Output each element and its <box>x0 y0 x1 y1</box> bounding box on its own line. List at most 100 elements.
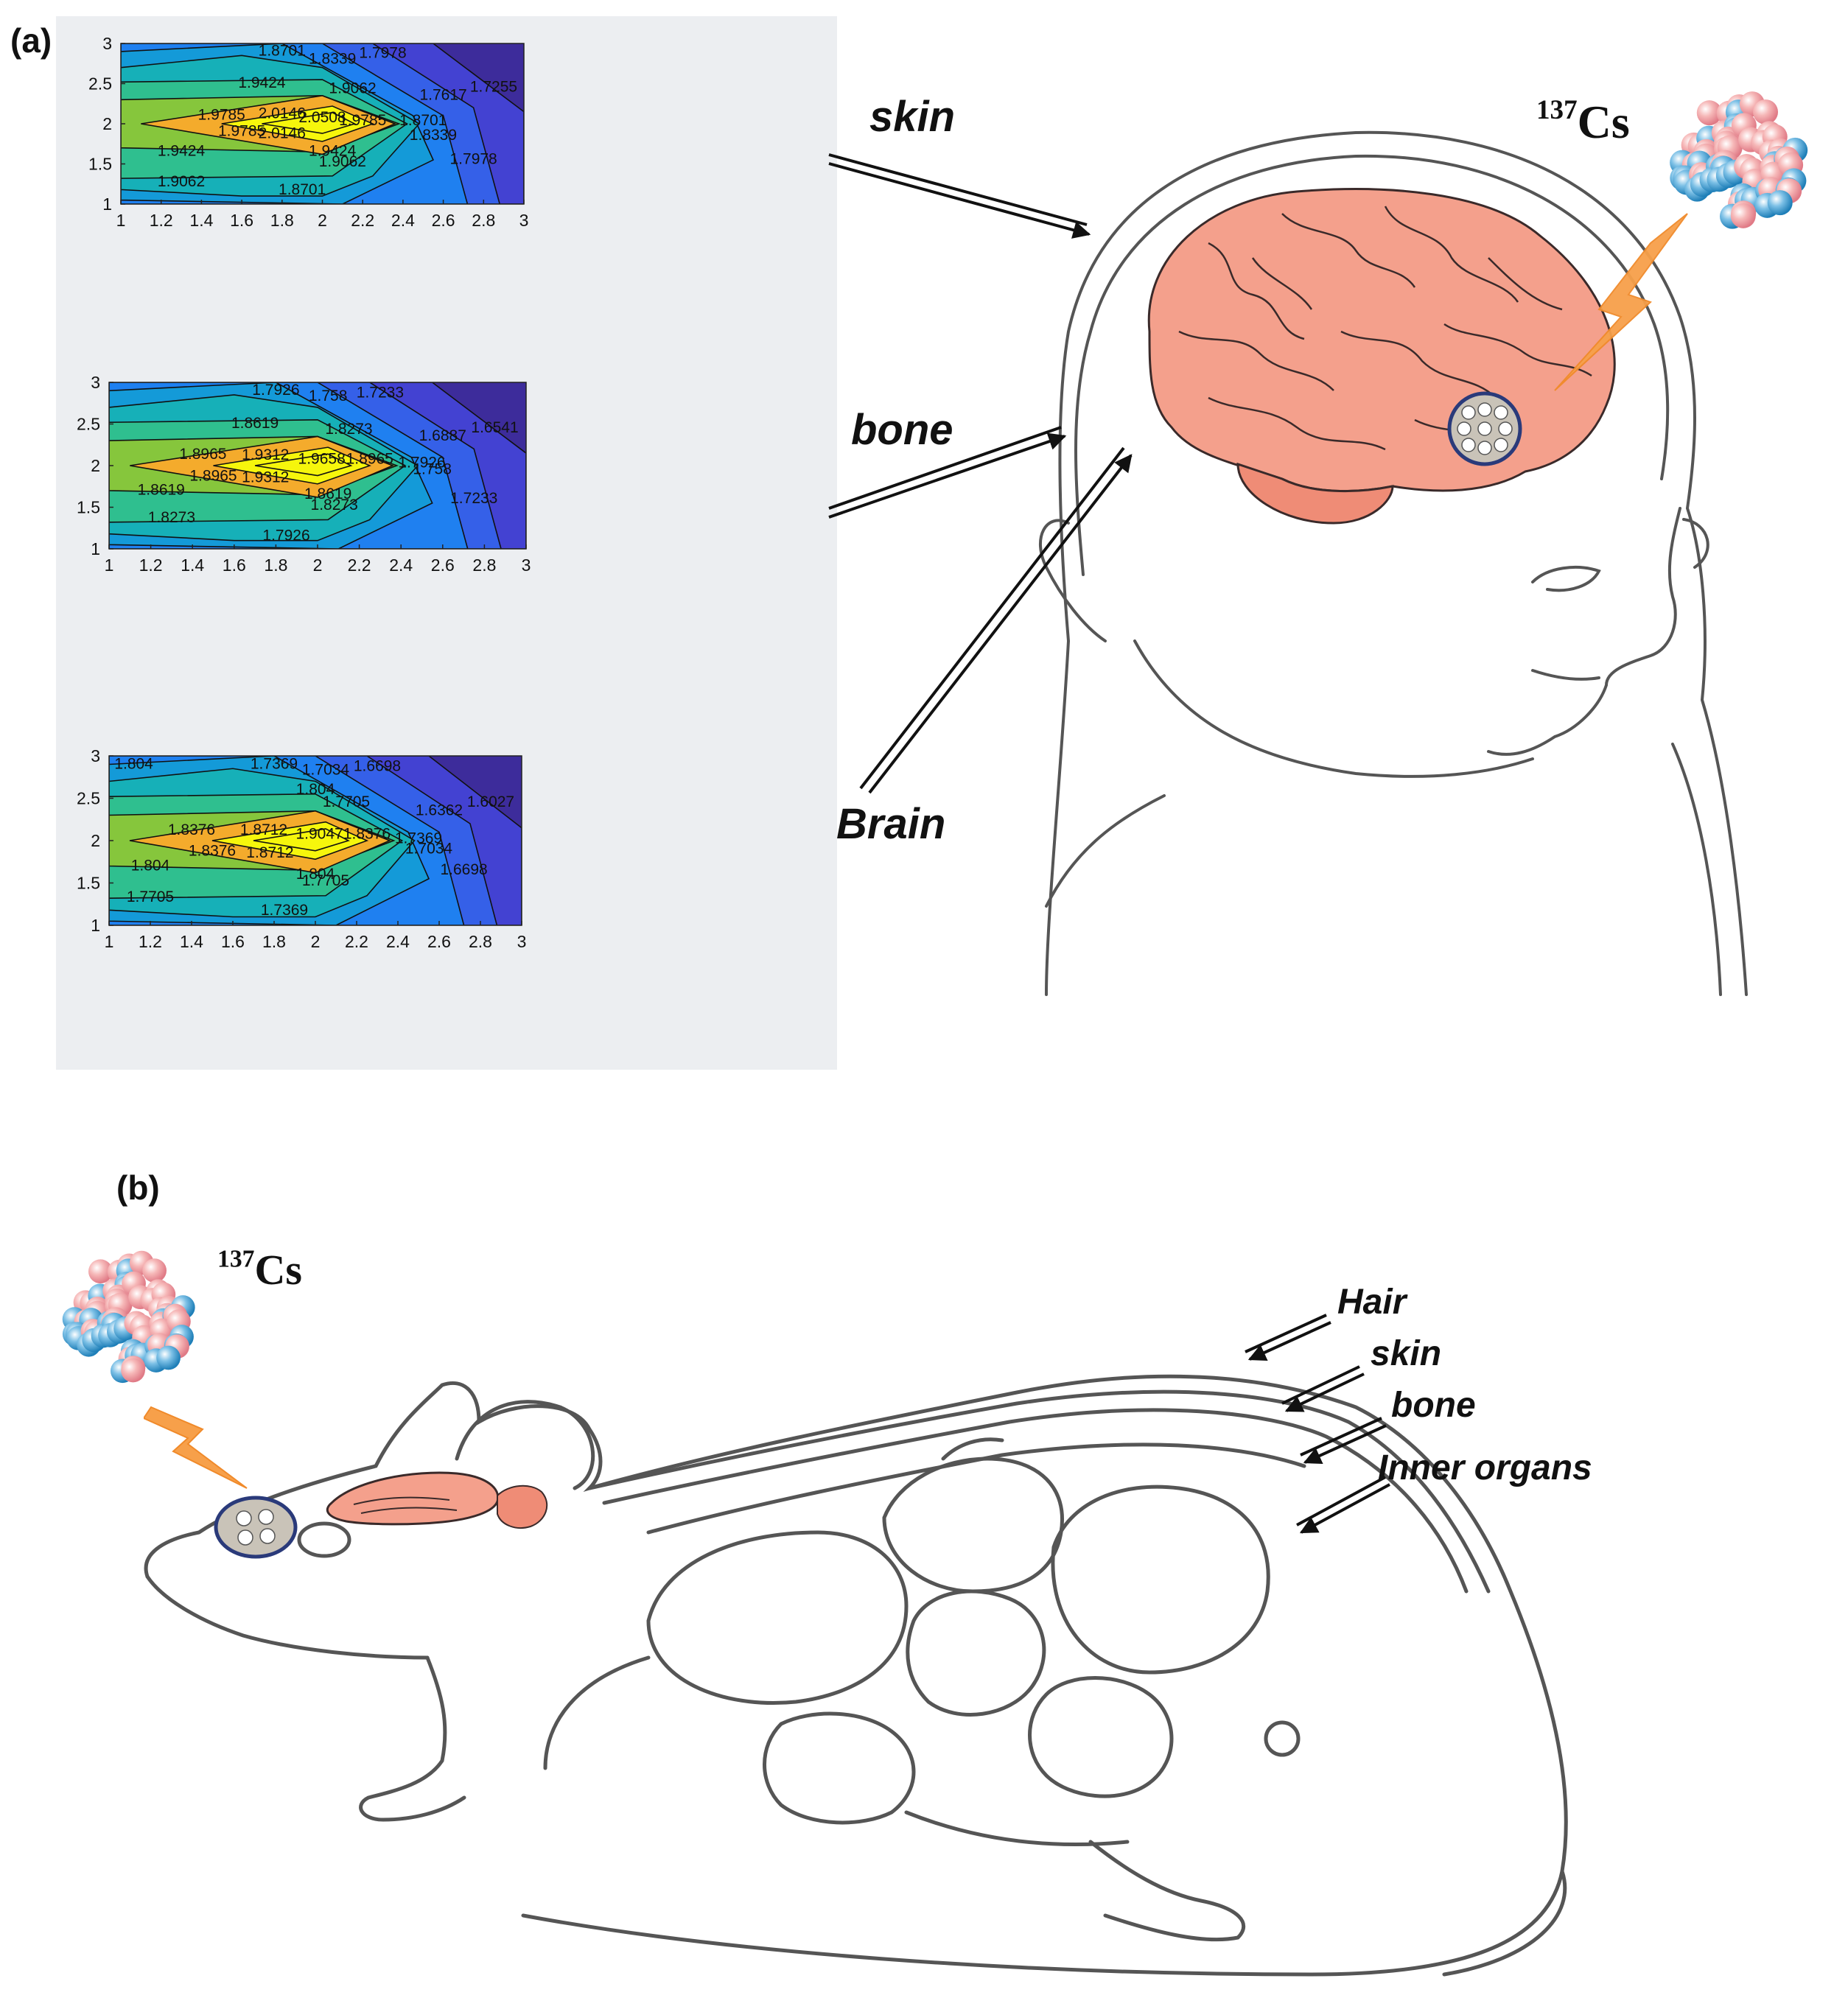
contour-label: 1.8965 <box>189 467 237 484</box>
label-inner-organs-rat: Inner organs <box>1378 1448 1592 1487</box>
contour-label: 1.8701 <box>399 112 447 129</box>
y-tick-label: 2.5 <box>77 415 100 434</box>
contour-label: 1.8619 <box>304 486 351 502</box>
label-bone-head: bone <box>851 406 953 454</box>
arrow-icon <box>859 446 1133 794</box>
neck-left <box>1045 794 1166 908</box>
x-tick-label: 2.8 <box>472 555 496 575</box>
label-bone-rat: bone <box>1391 1386 1476 1425</box>
contour-label: 1.8965 <box>179 446 226 463</box>
contour-region <box>262 111 357 134</box>
ear <box>1038 519 1107 642</box>
panel-a-label: (a) <box>10 21 52 60</box>
contour-label: 1.9785 <box>218 122 265 139</box>
contour-label: 1.7034 <box>405 840 453 857</box>
rat-organ <box>941 1437 1004 1461</box>
contour-label: 1.7369 <box>261 902 308 919</box>
contour-label: 1.6698 <box>354 758 401 775</box>
y-tick-label: 1.5 <box>88 155 112 174</box>
head-arrows <box>828 153 1133 794</box>
contour-label: 1.8712 <box>240 821 287 838</box>
contour-label: 1.9785 <box>198 107 245 124</box>
x-tick-label: 1.4 <box>181 555 204 575</box>
contour-label: 1.7705 <box>302 872 349 889</box>
contour-label: 1.9312 <box>242 469 289 486</box>
contour-label: 2.0146 <box>259 125 306 142</box>
contour-label: 1.7233 <box>357 384 404 401</box>
nucleon <box>1753 99 1779 125</box>
x-tick-label: 1.2 <box>139 932 162 951</box>
contour-label: 1.6698 <box>440 861 487 878</box>
contour-label: 1.7233 <box>450 490 497 507</box>
rat-organ <box>646 1530 909 1705</box>
rat-bone-line <box>646 1443 1306 1535</box>
x-tick-label: 2.6 <box>431 555 455 575</box>
x-tick-label: 3 <box>517 932 527 951</box>
x-tick-label: 3 <box>522 555 531 575</box>
contour-label: 1.7926 <box>262 527 309 544</box>
x-tick-label: 1.4 <box>189 211 213 230</box>
panel-b-label: (b) <box>116 1168 160 1207</box>
contour-label: 1.804 <box>296 781 335 798</box>
rat-organ <box>763 1711 916 1825</box>
x-tick-label: 1.4 <box>180 932 203 951</box>
contour-label: 1.9658 <box>298 451 346 468</box>
x-tick-label: 1 <box>105 932 114 951</box>
y-tick-label: 2 <box>91 456 100 475</box>
y-tick-label: 3 <box>91 746 100 765</box>
nucleus-icon <box>62 1250 195 1384</box>
arrow-icon <box>828 426 1067 519</box>
contour-label: 1.7705 <box>127 888 174 905</box>
arrow-icon <box>1281 1365 1365 1412</box>
contour-label: 1.804 <box>131 857 170 874</box>
isotope-label-head: 137Cs <box>1536 95 1630 148</box>
x-tick-label: 1.8 <box>264 555 287 575</box>
neck-right <box>1671 743 1722 996</box>
contour-label: 1.9047 <box>295 826 343 843</box>
contour-label: 1.8376 <box>168 821 215 838</box>
contour-label: 1.7369 <box>251 755 298 772</box>
rat-organ <box>906 1589 1046 1717</box>
head-illustration <box>1038 130 1748 996</box>
contour-label: 1.758 <box>309 388 348 404</box>
contour-label: 1.7369 <box>395 830 442 846</box>
label-skin-rat: skin <box>1371 1334 1442 1373</box>
contour-label: 1.7034 <box>302 761 350 778</box>
y-tick-label: 1.5 <box>77 498 100 517</box>
arrow-icon <box>1296 1476 1390 1534</box>
lightning-icon <box>1554 213 1688 391</box>
rat-skin-line <box>602 1408 1469 1594</box>
x-tick-label: 1 <box>105 555 114 575</box>
y-tick-label: 1 <box>91 916 100 935</box>
scalp-outline <box>1045 130 1748 996</box>
y-tick-label: 1 <box>102 194 112 214</box>
x-tick-label: 1.6 <box>221 932 245 951</box>
contour-label: 1.7978 <box>359 45 406 62</box>
contour-label: 2.0146 <box>259 105 306 122</box>
contour-label: 1.804 <box>296 866 335 883</box>
nucleon <box>1767 190 1793 216</box>
label-skin-head: skin <box>869 93 956 141</box>
contour-label: 1.9312 <box>242 446 289 463</box>
rat-illustration <box>144 1374 1568 1977</box>
contour-label: 2.0508 <box>298 109 346 126</box>
rat-front-leg <box>359 1655 466 1822</box>
x-tick-label: 1.8 <box>262 932 286 951</box>
rat-hind-leg <box>1088 1840 1246 1942</box>
x-tick-label: 2.6 <box>432 211 455 230</box>
contour-label: 1.7705 <box>323 793 370 810</box>
x-tick-label: 2.2 <box>351 211 374 230</box>
x-tick-label: 2.4 <box>389 555 413 575</box>
ear-inner <box>1682 518 1709 569</box>
x-tick-label: 2.2 <box>345 932 368 951</box>
rat-organ <box>882 1457 1064 1594</box>
x-tick-label: 2.4 <box>386 932 410 951</box>
contour-label: 1.9424 <box>238 74 286 91</box>
jaw <box>1133 639 1534 778</box>
contour-label: 1.7617 <box>419 86 466 103</box>
contour-label: 1.8712 <box>246 844 293 861</box>
nucleus-icon <box>1670 91 1808 229</box>
contour-label: 1.8701 <box>279 181 326 198</box>
nucleon <box>1730 203 1756 228</box>
